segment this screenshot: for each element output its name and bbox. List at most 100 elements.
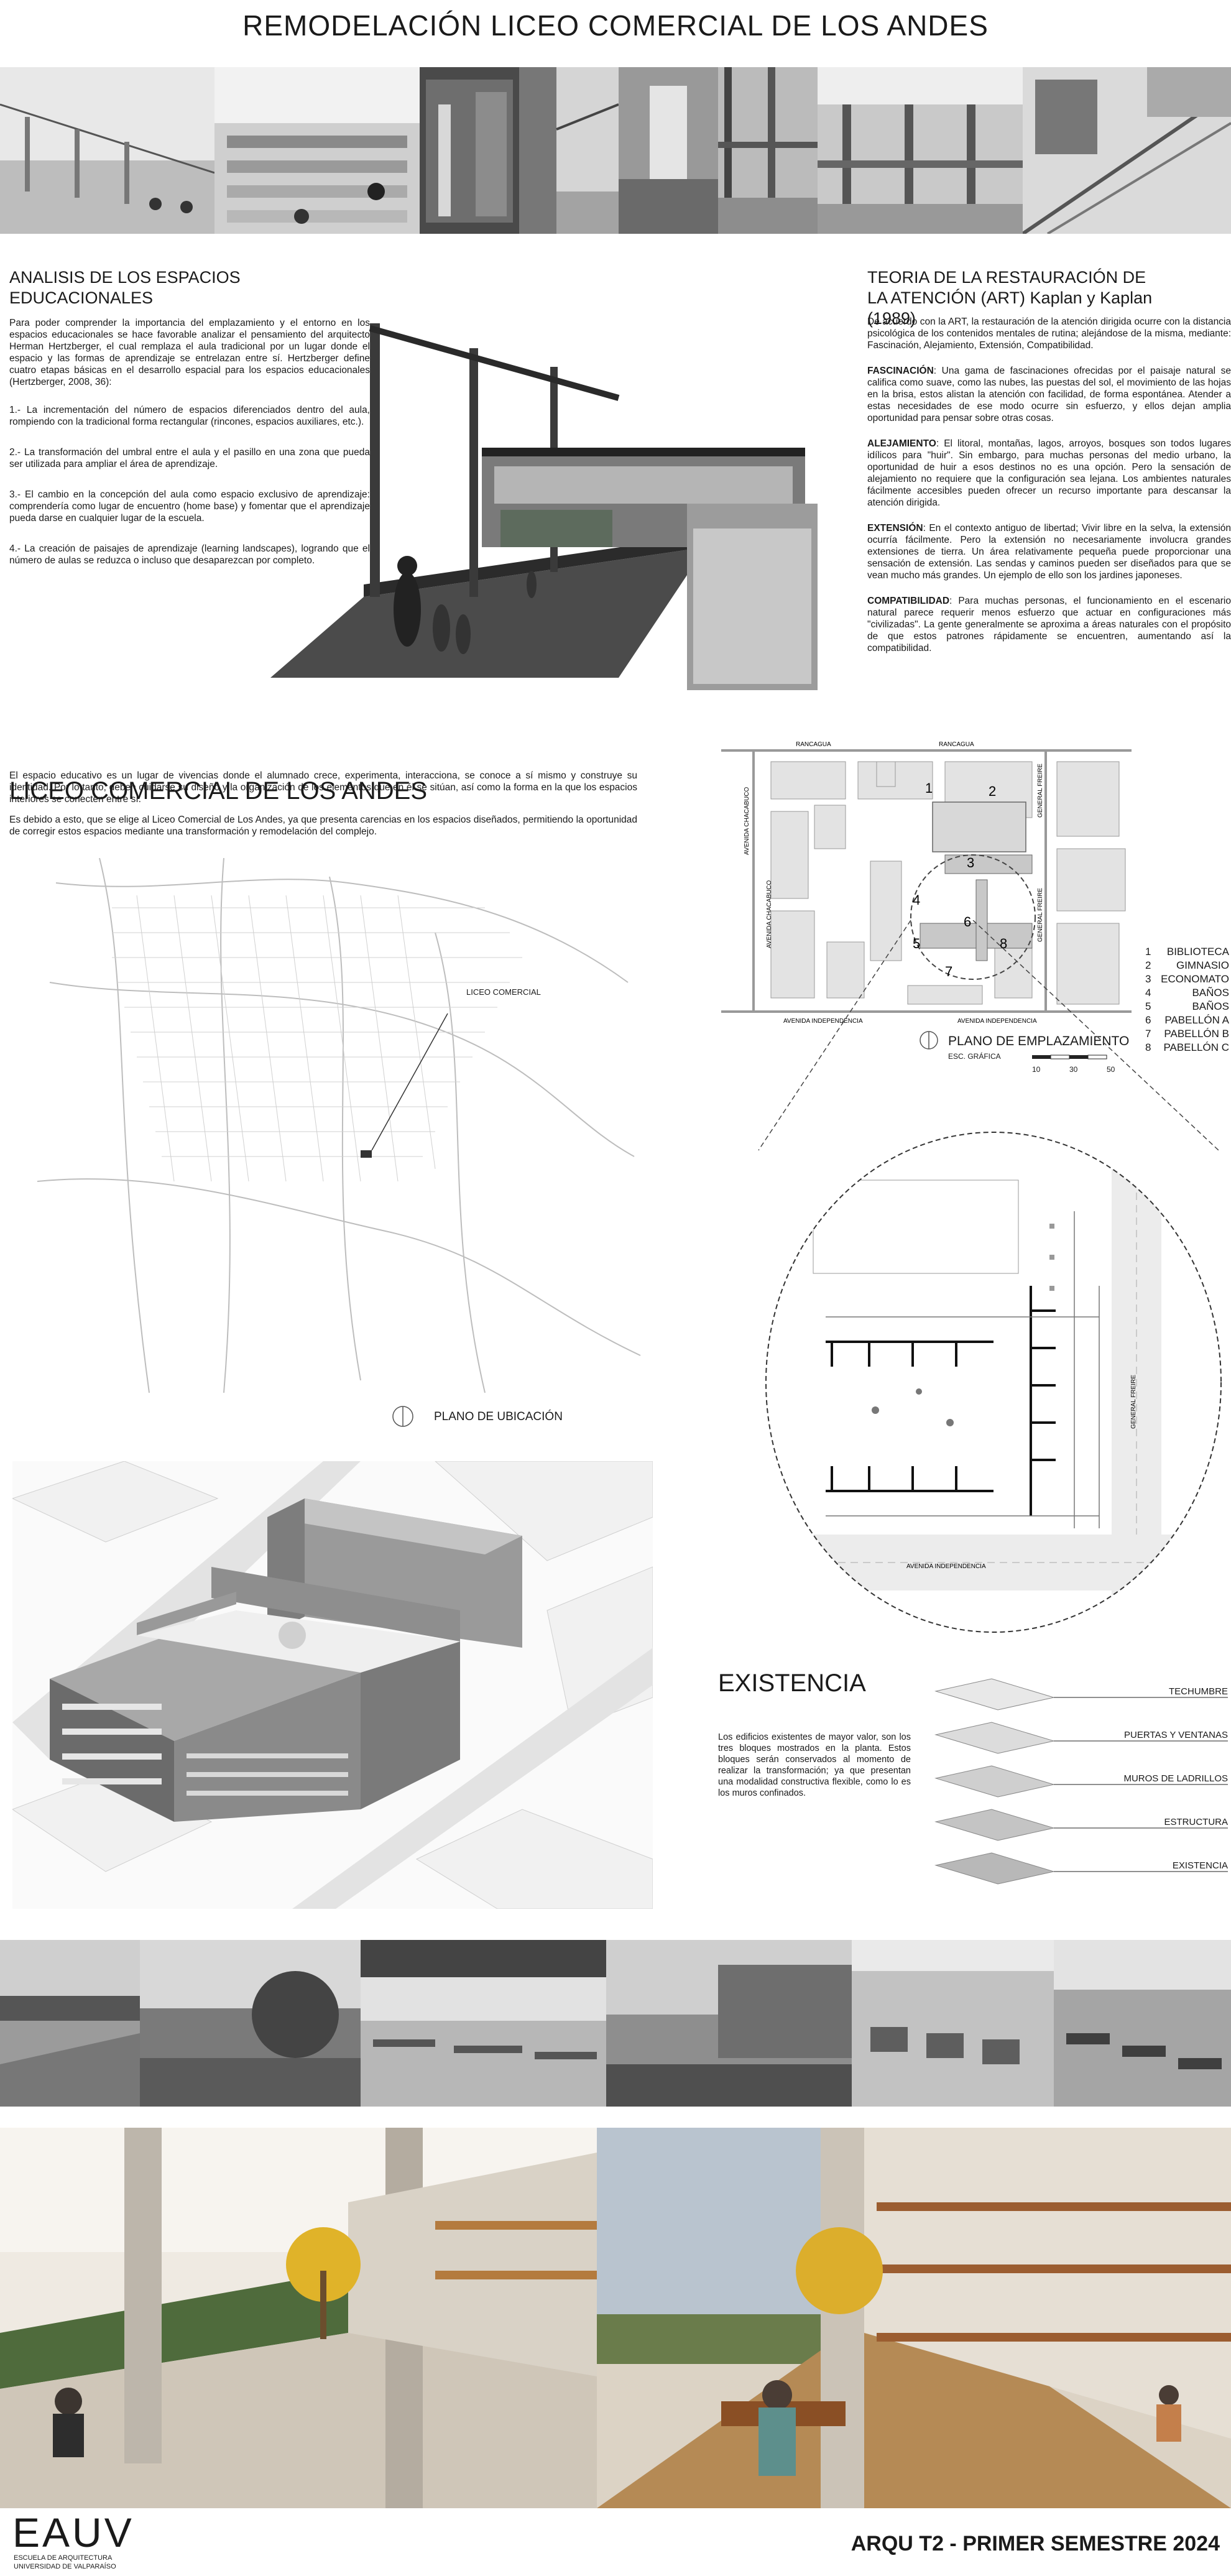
scale-tick-30: 30 (1069, 1065, 1078, 1074)
location-plan-title: PLANO DE UBICACIÓN (434, 1410, 563, 1423)
photo-top-5 (619, 67, 718, 234)
axonometric-view (11, 1461, 653, 1909)
render-corridor (597, 2128, 1231, 2508)
detail-street-independencia: AVENIDA INDEPENDENCIA (906, 1563, 986, 1570)
theory-item-fascinacion: FASCINACIÓN: Una gama de fascinaciones o… (867, 365, 1231, 424)
site-num-6: 6 (964, 914, 971, 930)
site-num-2: 2 (989, 783, 996, 799)
legend-num: 5 (1145, 1000, 1151, 1012)
street-rancagua-2: RANCAGUA (939, 741, 974, 748)
theory-intro: De acuerdo con la ART, la restauración d… (867, 316, 1231, 351)
legend-name: PABELLÓN B (1164, 1028, 1229, 1040)
detail-site-plan: GENERAL FREIRE AVENIDA INDEPENDENCIA (763, 1130, 1224, 1634)
legend-num: 7 (1145, 1028, 1151, 1040)
detail-street-freire: GENERAL FREIRE (1130, 1375, 1137, 1429)
logo-subtitle-1: ESCUELA DE ARQUITECTURA (14, 2554, 113, 2562)
text-fascinacion: : Una gama de fascinaciones ofrecidas po… (867, 366, 1231, 423)
street-chacabuco-1: AVENIDA CHACABUCO (744, 787, 750, 855)
school-corridor-render (270, 323, 818, 690)
site-plan: RANCAGUA RANCAGUA AVENIDA CHACABUCO AVEN… (721, 737, 1132, 1041)
legend-row-4: 4 BAÑOS (1145, 986, 1229, 1000)
legend-num: 8 (1145, 1041, 1151, 1053)
bottom-photo-strip (0, 1940, 1231, 2107)
legend-name: GIMNASIO (1176, 959, 1229, 971)
theory-heading: TEORIA DE LA RESTAURACIÓN DE LA ATENCIÓN… (867, 268, 1153, 328)
site-plan-title: PLANO DE EMPLAZAMIENTO (948, 1034, 1130, 1048)
photo-top-7 (818, 67, 1023, 234)
north-arrow-2 (919, 1030, 939, 1050)
layers-diagram (929, 1673, 1228, 1921)
analysis-point-1: 1.- La incrementación del número de espa… (9, 405, 370, 427)
legend-num: 6 (1145, 1014, 1151, 1026)
photo-top-1 (0, 67, 214, 234)
photo-bottom-5 (852, 1940, 1054, 2107)
site-num-3: 3 (967, 855, 974, 870)
text-extension: : En el contexto antiguo de libertad; Vi… (867, 523, 1231, 581)
photo-top-6 (718, 67, 818, 234)
liceo-texts: El espacio educativo es un lugar de vive… (9, 770, 637, 846)
street-freire-1: GENERAL FREIRE (1037, 764, 1044, 818)
legend-name: PABELLÓN A (1164, 1014, 1229, 1026)
legend-name: BAÑOS (1192, 987, 1229, 999)
legend-row-6: 6 PABELLÓN A (1145, 1013, 1229, 1027)
street-independencia-2: AVENIDA INDEPENDENCIA (957, 1018, 1037, 1025)
legend-row-1: 1 BIBLIOTECA (1145, 945, 1229, 959)
course-label: ARQU T2 - PRIMER SEMESTRE 2024 (851, 2532, 1220, 2555)
legend-row-7: 7 PABELLÓN B (1145, 1027, 1229, 1041)
layer-estructura: ESTRUCTURA (1164, 1817, 1228, 1827)
zoom-lines (746, 920, 1231, 1156)
legend-name: PABELLÓN C (1163, 1041, 1229, 1053)
scale-label: ESC. GRÁFICA (948, 1052, 1001, 1061)
existencia-heading: EXISTENCIA (718, 1669, 866, 1697)
liceo-paragraph-1: El espacio educativo es un lugar de vive… (9, 770, 637, 805)
scale-tick-10: 10 (1032, 1065, 1041, 1074)
legend-num: 4 (1145, 987, 1151, 999)
legend-name: BIBLIOTECA (1166, 946, 1229, 958)
legend-num: 3 (1145, 973, 1151, 985)
legend-row-3: 3 ECONOMATO (1145, 972, 1229, 986)
eauv-logo: EAUV (12, 2509, 134, 2555)
layer-existencia: EXISTENCIA (1172, 1860, 1228, 1871)
site-num-5: 5 (913, 936, 920, 951)
city-map (37, 857, 647, 1393)
photo-bottom-4 (606, 1940, 852, 2107)
scale-tick-50: 50 (1107, 1065, 1115, 1074)
legend-num: 2 (1145, 959, 1151, 971)
term-alejamiento: ALEJAMIENTO (867, 438, 936, 449)
photo-bottom-6 (1054, 1940, 1231, 2107)
street-freire-2: GENERAL FREIRE (1037, 888, 1044, 942)
liceo-paragraph-2: Es debido a esto, que se elige al Liceo … (9, 815, 637, 837)
legend-name: ECONOMATO (1161, 973, 1229, 985)
photo-top-8 (1023, 67, 1231, 234)
text-compatibilidad: : Para muchas personas, el funcionamient… (867, 596, 1231, 653)
photo-bottom-1 (0, 1940, 140, 2107)
site-num-1: 1 (925, 780, 933, 796)
scale-bar (1020, 1054, 1144, 1071)
legend-name: BAÑOS (1192, 1000, 1229, 1012)
term-compatibilidad: COMPATIBILIDAD (867, 596, 950, 606)
legend-num: 1 (1145, 946, 1151, 958)
text-alejamiento: : El litoral, montañas, lagos, arroyos, … (867, 438, 1231, 508)
photo-top-4 (519, 67, 619, 234)
legend-row-2: 2 GIMNASIO (1145, 959, 1229, 972)
logo-subtitle-2: UNIVERSIDAD DE VALPARAÍSO (14, 2563, 116, 2570)
legend-row-8: 8 PABELLÓN C (1145, 1041, 1229, 1055)
analysis-intro: Para poder comprender la importancia del… (9, 318, 370, 387)
liceo-heading: LICEO COMERCIAL DE LOS ANDES (9, 777, 428, 805)
poster-title: REMODELACIÓN LICEO COMERCIAL DE LOS ANDE… (242, 9, 989, 42)
term-fascinacion: FASCINACIÓN (867, 366, 934, 376)
layer-muros: MUROS DE LADRILLOS (1123, 1773, 1228, 1784)
analysis-text: Para poder comprender la importancia del… (9, 317, 370, 585)
theory-text: De acuerdo con la ART, la restauración d… (867, 316, 1231, 663)
site-num-8: 8 (1000, 936, 1007, 951)
layer-techumbre: TECHUMBRE (1168, 1686, 1228, 1697)
photo-top-2 (214, 67, 420, 234)
street-rancagua-1: RANCAGUA (796, 741, 831, 748)
photo-bottom-2 (140, 1940, 361, 2107)
photo-bottom-3 (361, 1940, 606, 2107)
liceo-map-label: LICEO COMERCIAL (466, 987, 541, 997)
analysis-heading: ANALISIS DE LOS ESPACIOS EDUCACIONALES (9, 268, 241, 307)
theory-item-compatibilidad: COMPATIBILIDAD: Para muchas personas, el… (867, 595, 1231, 654)
analysis-point-3: 3.- El cambio en la concepción del aula … (9, 489, 370, 524)
